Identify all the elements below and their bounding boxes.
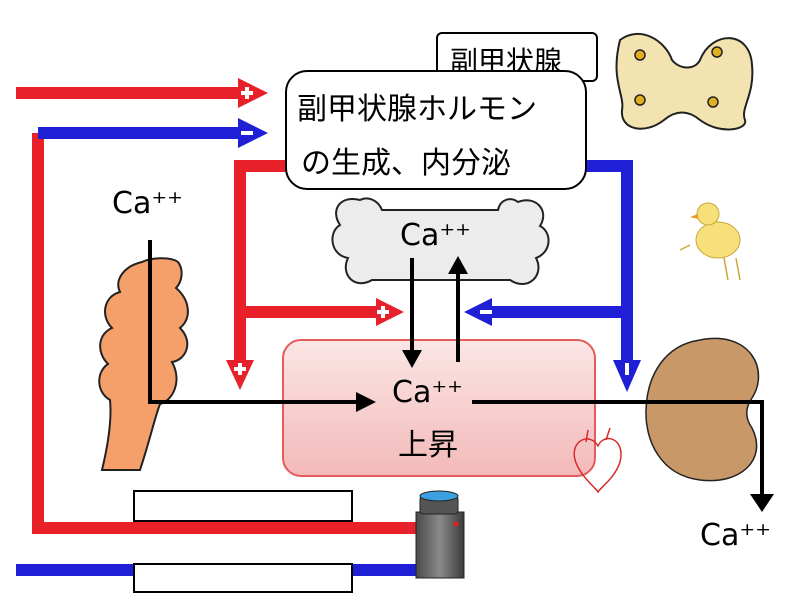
plus-sign-top (241, 87, 253, 99)
sensor-device-icon (415, 490, 465, 579)
pth-line-2: の生成、内分泌 (301, 146, 511, 181)
bone-icon (331, 197, 550, 286)
intestine-icon (98, 257, 189, 471)
deposit-arrowhead (448, 256, 468, 274)
kidney-icon (645, 337, 760, 482)
blood-calcium-box (282, 339, 596, 477)
ca-urine-label: Ca⁺⁺ (700, 518, 772, 553)
blank-answer-box-2[interactable] (133, 563, 353, 593)
pth-box: 副甲状腺ホルモン の生成、内分泌 (285, 70, 587, 190)
minus-sign-bone (480, 310, 492, 314)
chick-icon (679, 202, 741, 281)
kidney-excretion-line (472, 400, 764, 498)
ca-blood-label: Ca⁺⁺ (392, 375, 464, 410)
blue-arrowhead-bone (464, 298, 492, 326)
blue-arrowhead-kidney (613, 360, 641, 392)
blank-answer-box-1[interactable] (133, 490, 353, 522)
plus-sign-bone (377, 306, 389, 318)
red-pth-to-blood (234, 160, 290, 360)
heart-icon (573, 427, 622, 494)
plus-sign-blood (234, 363, 246, 375)
minus-sign-kidney (625, 363, 629, 375)
pth-line-1: 副甲状腺ホルモン (297, 92, 537, 127)
red-arrowhead-bone (376, 298, 404, 326)
blue-pth-to-kidney (585, 160, 633, 360)
release-arrowhead (402, 350, 422, 368)
gland-dots (634, 46, 723, 108)
ca-bone-label: Ca⁺⁺ (400, 218, 472, 253)
parathyroid-gland-icon (615, 33, 754, 131)
blood-rise-label: 上昇 (398, 428, 458, 463)
excretion-arrowhead (750, 494, 774, 512)
intestine-absorption-line (148, 240, 358, 404)
ca-intestine-label: Ca⁺⁺ (112, 186, 184, 221)
absorption-arrowhead (356, 392, 376, 412)
stimulate-pathway (10, 87, 420, 570)
minus-sign-top (241, 131, 253, 135)
calcium-flow (148, 240, 764, 498)
